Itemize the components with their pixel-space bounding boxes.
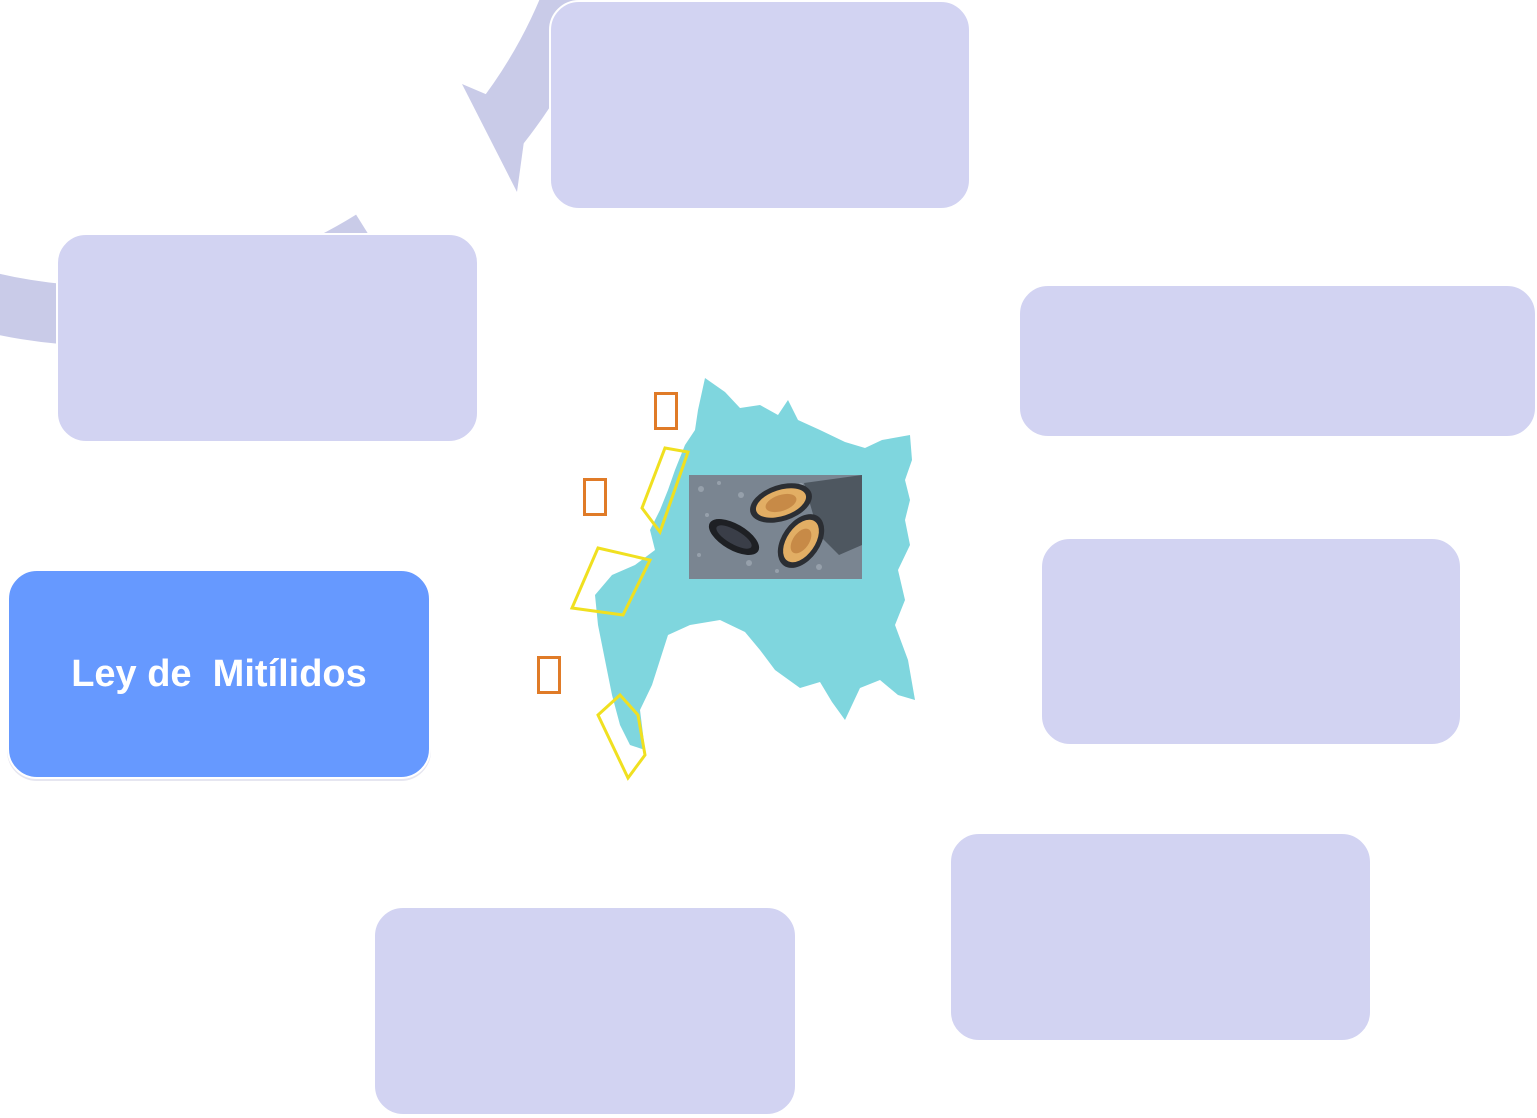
coast-outline-lower	[596, 692, 647, 781]
coast-outline-middle	[569, 546, 653, 617]
region-map	[569, 378, 915, 781]
cycle-step-right-upper	[1018, 284, 1537, 438]
placeholder-glyph-icon	[583, 478, 607, 516]
placeholder-glyph-icon	[537, 656, 561, 694]
mussels-photo	[689, 475, 862, 579]
cycle-step-right-middle	[1040, 537, 1462, 746]
cycle-step-top	[549, 0, 971, 210]
cycle-step-top-left	[56, 233, 479, 443]
cycle-step-label: Ley de Mitílidos	[71, 652, 367, 695]
placeholder-glyph-icon	[654, 392, 678, 430]
cycle-step-bottom	[373, 906, 797, 1116]
cycle-arrowhead	[462, 84, 528, 192]
cycle-step-active: Ley de Mitílidos	[7, 569, 431, 779]
region-map-illustration	[520, 370, 940, 790]
cycle-step-right-lower	[949, 832, 1372, 1042]
coast-outline-upper	[640, 446, 691, 536]
